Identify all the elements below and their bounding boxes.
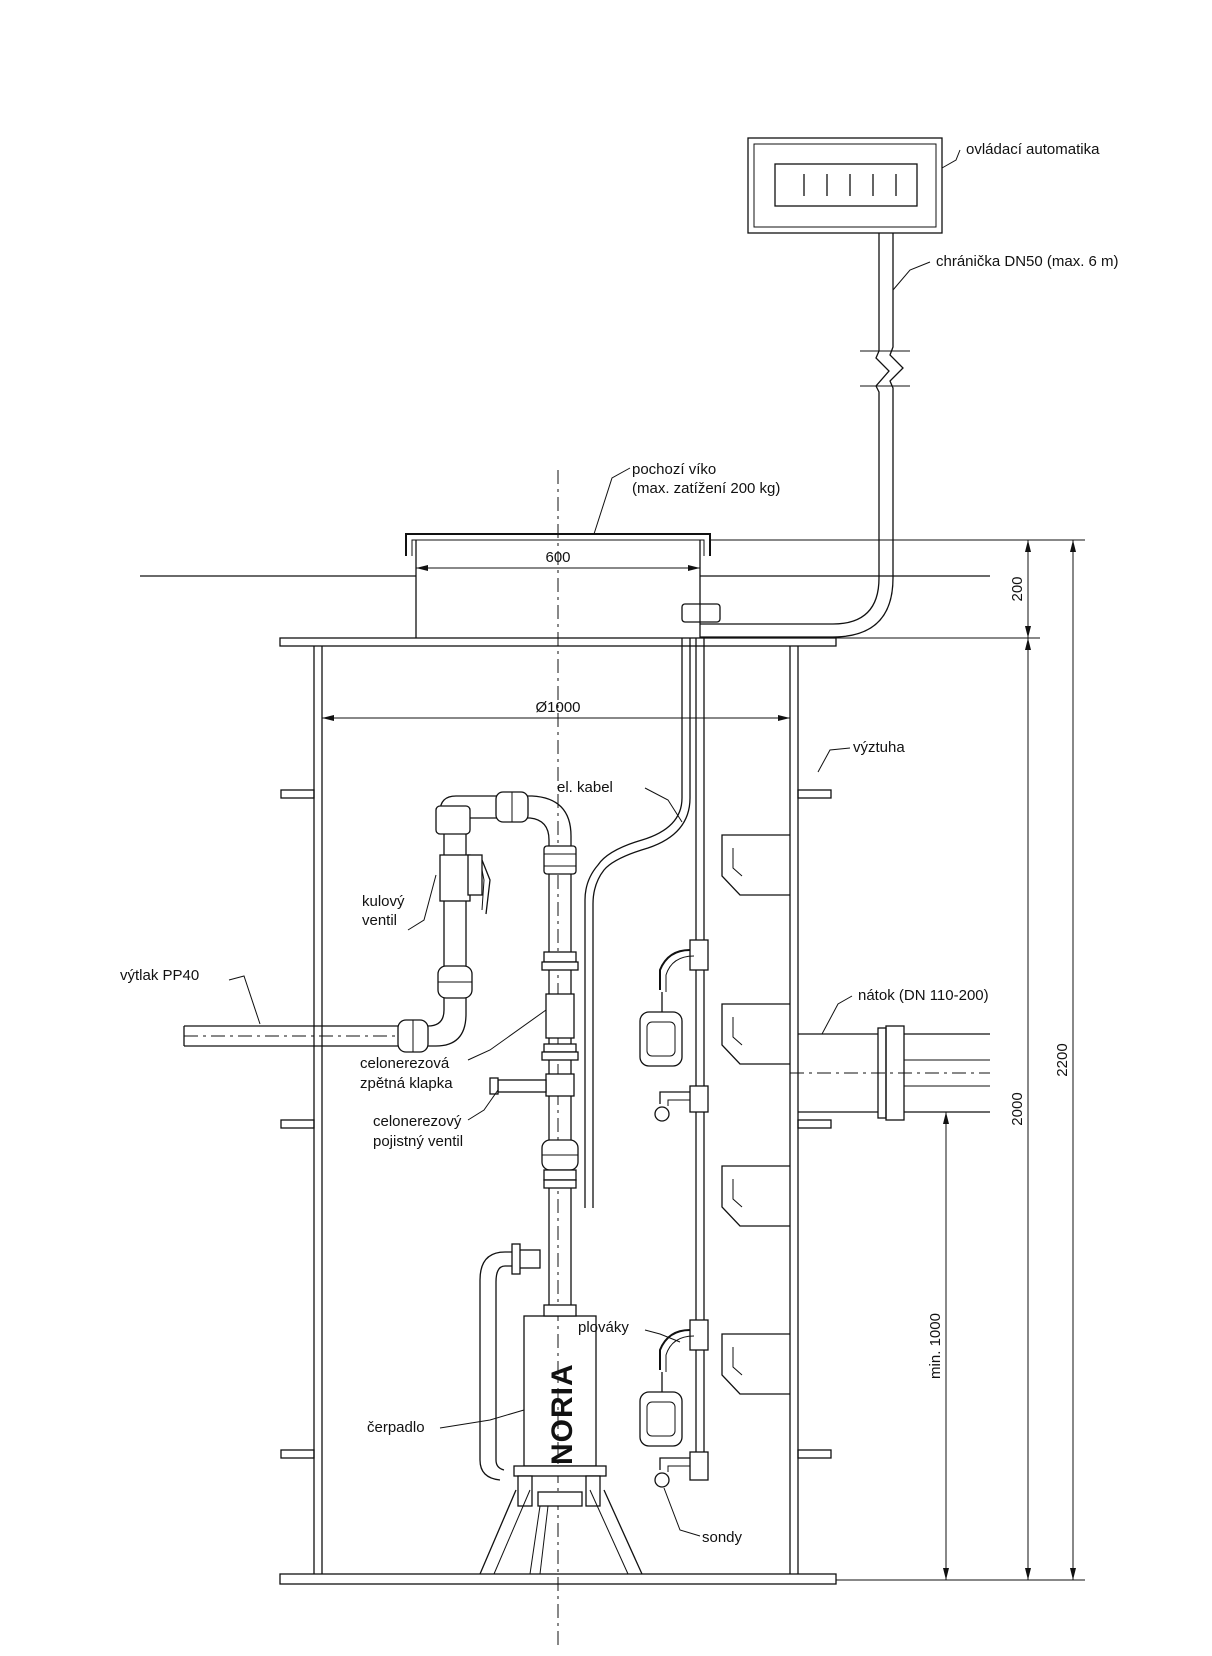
label-check-valve: celonerezová <box>360 1055 450 1072</box>
pump: NORIA <box>479 1243 643 1575</box>
dim-total-height: 2200 <box>1054 1043 1071 1076</box>
label-stiffener: výztuha <box>853 739 905 756</box>
pump-brand-logo: NORIA <box>546 1363 579 1465</box>
ball-valve <box>397 834 491 1053</box>
upper-pipework <box>435 791 529 835</box>
level-probe <box>654 1457 690 1488</box>
rod-clamps <box>689 939 709 1481</box>
height-dimensions <box>710 539 1085 1581</box>
label-check-valve-2: zpětná klapka <box>360 1075 453 1092</box>
leader-lines <box>228 149 961 1537</box>
stiffener-rib <box>280 1119 315 1129</box>
sensor-rod <box>584 638 705 1462</box>
label-lid-load: (max. zatížení 200 kg) <box>632 480 780 497</box>
dim-tank-height: 2000 <box>1009 1092 1026 1125</box>
junction-box <box>681 603 721 623</box>
dim-diameter: Ø1000 <box>535 699 580 716</box>
label-safety-valve-2: pojistný ventil <box>373 1133 463 1150</box>
stiffener-rib <box>280 789 315 799</box>
level-probe <box>654 1091 690 1122</box>
label-probes: sondy <box>702 1529 743 1546</box>
float-switch <box>639 1329 695 1447</box>
dim-min-inlet-height: min. 1000 <box>927 1313 944 1379</box>
stiffener-rib <box>797 1119 832 1129</box>
label-ball-valve: kulový <box>362 893 405 910</box>
stiffener-rib <box>797 789 832 799</box>
inlet-pipe <box>790 1025 990 1121</box>
label-cable: el. kabel <box>557 779 613 796</box>
baffles <box>721 834 790 1395</box>
label-pump: čerpadlo <box>367 1419 425 1436</box>
label-control-unit: ovládací automatika <box>966 141 1100 158</box>
stiffener-rib <box>797 1449 832 1459</box>
label-lid: pochozí víko <box>632 461 716 478</box>
label-ball-valve-2: ventil <box>362 912 397 929</box>
label-inlet: nátok (DN 110-200) <box>858 987 989 1004</box>
stiffener-rib <box>280 1449 315 1459</box>
dim-lid-width: 600 <box>545 549 570 566</box>
float-switch <box>639 949 695 1067</box>
riser-pipe <box>489 795 579 1305</box>
cable-conduit <box>700 233 910 638</box>
label-conduit: chránička DN50 (max. 6 m) <box>936 253 1119 270</box>
discharge-pipe <box>183 1025 400 1047</box>
label-safety-valve: celonerezový <box>373 1113 462 1130</box>
dim-lid-height: 200 <box>1009 576 1026 601</box>
control-box <box>747 137 943 234</box>
label-discharge: výtlak PP40 <box>120 967 199 984</box>
label-floats: plováky <box>578 1319 629 1336</box>
